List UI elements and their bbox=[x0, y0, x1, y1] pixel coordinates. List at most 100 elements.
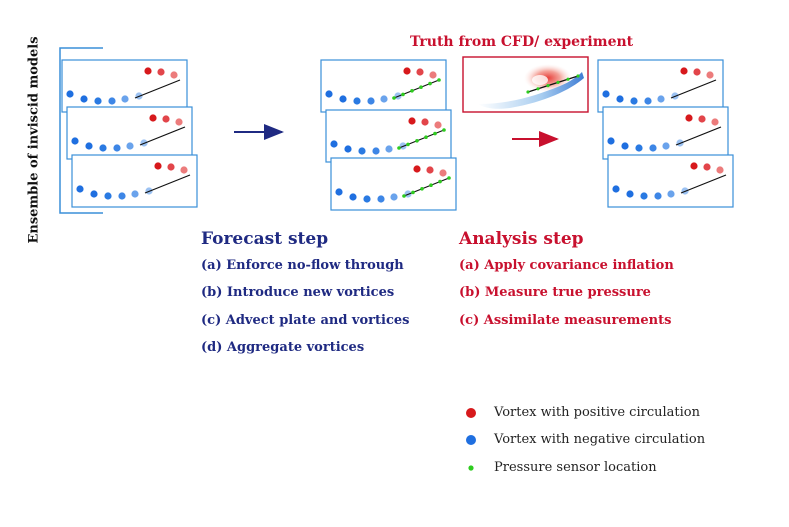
ens-panel-2-plate bbox=[139, 126, 186, 146]
fc-panel-2-sensor bbox=[442, 128, 446, 132]
fc-panel-1-pos-vortex bbox=[416, 68, 424, 76]
fc-panel-2-neg-vortex bbox=[344, 145, 352, 153]
ens-panel-3 bbox=[71, 154, 198, 208]
forecast-item-c: (c) Advect plate and vortices bbox=[201, 313, 410, 328]
an-panel-3 bbox=[607, 154, 734, 208]
fc-panel-1-frame bbox=[320, 59, 447, 113]
an-panel-1-pos-vortex bbox=[693, 68, 701, 76]
fc-panel-3-sensor bbox=[402, 194, 406, 198]
legend-negative-label: Vortex with negative circulation bbox=[494, 432, 706, 447]
fc-panel-2-frame bbox=[325, 109, 452, 163]
ens-panel-1-pos-vortex bbox=[144, 67, 152, 75]
fc-panel-1-sensor bbox=[437, 78, 441, 82]
ens-panel-1-plate bbox=[134, 79, 181, 99]
ens-panel-2-neg-vortex bbox=[85, 142, 93, 150]
an-panel-2-neg-vortex bbox=[607, 137, 615, 145]
forecast-item-b: (b) Introduce new vortices bbox=[201, 285, 395, 300]
an-panel-2-neg-vortex bbox=[662, 142, 670, 150]
ens-panel-3-neg-vortex bbox=[104, 192, 112, 200]
fc-panel-2-sensor bbox=[397, 146, 401, 150]
fc-panel-3-pos-vortex bbox=[413, 165, 421, 173]
ens-panel-3-frame bbox=[71, 154, 198, 208]
an-panel-3-neg-vortex bbox=[667, 190, 675, 198]
ens-panel-1-neg-vortex bbox=[94, 97, 102, 105]
fc-panel-1-pos-vortex bbox=[429, 71, 437, 79]
ens-panel-1-neg-vortex bbox=[121, 95, 129, 103]
an-panel-1-neg-vortex bbox=[602, 90, 610, 98]
an-panel-3-pos-vortex bbox=[690, 162, 698, 170]
ens-panel-2-neg-vortex bbox=[126, 142, 134, 150]
forecast-item-d: (d) Aggregate vortices bbox=[201, 340, 365, 355]
analysis-title: Analysis step bbox=[459, 229, 584, 249]
fc-panel-3-frame bbox=[330, 157, 457, 211]
ens-panel-2 bbox=[66, 106, 193, 160]
fc-panel-2-sensor bbox=[424, 135, 428, 139]
an-panel-1-neg-vortex bbox=[630, 97, 638, 105]
legend-positive-label: Vortex with positive circulation bbox=[494, 405, 700, 420]
an-panel-2-frame bbox=[602, 106, 729, 160]
an-panel-3-neg-vortex bbox=[640, 192, 648, 200]
ens-panel-1-pos-vortex bbox=[170, 71, 178, 79]
fc-panel-3-sensor bbox=[420, 187, 424, 191]
an-panel-1-plate bbox=[670, 79, 717, 99]
ens-panel-2-neg-vortex bbox=[71, 137, 79, 145]
an-panel-3-pos-vortex bbox=[716, 166, 724, 174]
cfd-sensor bbox=[536, 87, 540, 91]
ens-panel-2-pos-vortex bbox=[175, 118, 183, 126]
legend-sensor-label: Pressure sensor location bbox=[494, 460, 657, 475]
an-panel-3-plate bbox=[680, 174, 727, 194]
fc-panel-2-pos-vortex bbox=[434, 121, 442, 129]
an-panel-1-pos-vortex bbox=[680, 67, 688, 75]
an-panel-1-frame bbox=[597, 59, 724, 113]
an-panel-2-pos-vortex bbox=[698, 115, 706, 123]
an-panel-3-neg-vortex bbox=[654, 192, 662, 200]
fc-panel-3-neg-vortex bbox=[377, 195, 385, 203]
ens-panel-1-neg-vortex bbox=[80, 95, 88, 103]
ens-panel-1-pos-vortex bbox=[157, 68, 165, 76]
ens-panel-2-pos-vortex bbox=[162, 115, 170, 123]
an-panel-3-pos-vortex bbox=[703, 163, 711, 171]
ens-panel-3-neg-vortex bbox=[76, 185, 84, 193]
an-panel-1-pos-vortex bbox=[706, 71, 714, 79]
ens-panel-3-pos-vortex bbox=[167, 163, 175, 171]
ens-panel-1-neg-vortex bbox=[66, 90, 74, 98]
ens-panel-1 bbox=[61, 59, 188, 113]
analysis-item-a: (a) Apply covariance inflation bbox=[459, 258, 674, 273]
an-panel-2-pos-vortex bbox=[685, 114, 693, 122]
ens-panel-3-neg-vortex bbox=[131, 190, 139, 198]
fc-panel-2-pos-vortex bbox=[408, 117, 416, 125]
fc-panel-2-pos-vortex bbox=[421, 118, 429, 126]
an-panel-1-neg-vortex bbox=[616, 95, 624, 103]
fc-panel-2-sensor bbox=[406, 142, 410, 147]
ens-panel-1-neg-vortex bbox=[108, 97, 116, 105]
an-panel-2 bbox=[602, 106, 729, 160]
an-panel-2-pos-vortex bbox=[711, 118, 719, 126]
fc-panel-3-neg-vortex bbox=[349, 193, 357, 201]
fc-panel-1-neg-vortex bbox=[339, 95, 347, 103]
ens-panel-1-frame bbox=[61, 59, 188, 113]
an-panel-2-neg-vortex bbox=[649, 144, 657, 152]
fc-panel-1-sensor bbox=[392, 96, 396, 100]
an-panel-1 bbox=[597, 59, 724, 113]
fc-panel-1-sensor bbox=[428, 81, 432, 86]
ens-panel-2-neg-vortex bbox=[99, 144, 107, 152]
fc-panel-1-pos-vortex bbox=[403, 67, 411, 75]
fc-panel-2-neg-vortex bbox=[358, 147, 366, 155]
fc-panel-1-sensor bbox=[401, 92, 405, 97]
fc-panel-1-sensor bbox=[419, 85, 423, 89]
fc-panel-2-sensor bbox=[433, 131, 437, 136]
fc-panel-3 bbox=[330, 157, 457, 211]
fc-panel-1-neg-vortex bbox=[353, 97, 361, 105]
fc-panel-3-pos-vortex bbox=[439, 169, 447, 177]
ens-panel-3-plate bbox=[144, 174, 191, 194]
ens-panel-2-neg-vortex bbox=[113, 144, 121, 152]
ensemble-bracket bbox=[59, 47, 103, 214]
ens-panel-2-frame bbox=[66, 106, 193, 160]
fc-panel-1-neg-vortex bbox=[325, 90, 333, 98]
an-panel-2-neg-vortex bbox=[621, 142, 629, 150]
fc-panel-2-neg-vortex bbox=[372, 147, 380, 155]
fc-panel-2 bbox=[325, 109, 452, 163]
an-panel-2-neg-vortex bbox=[635, 144, 643, 152]
fc-panel-3-neg-vortex bbox=[335, 188, 343, 196]
